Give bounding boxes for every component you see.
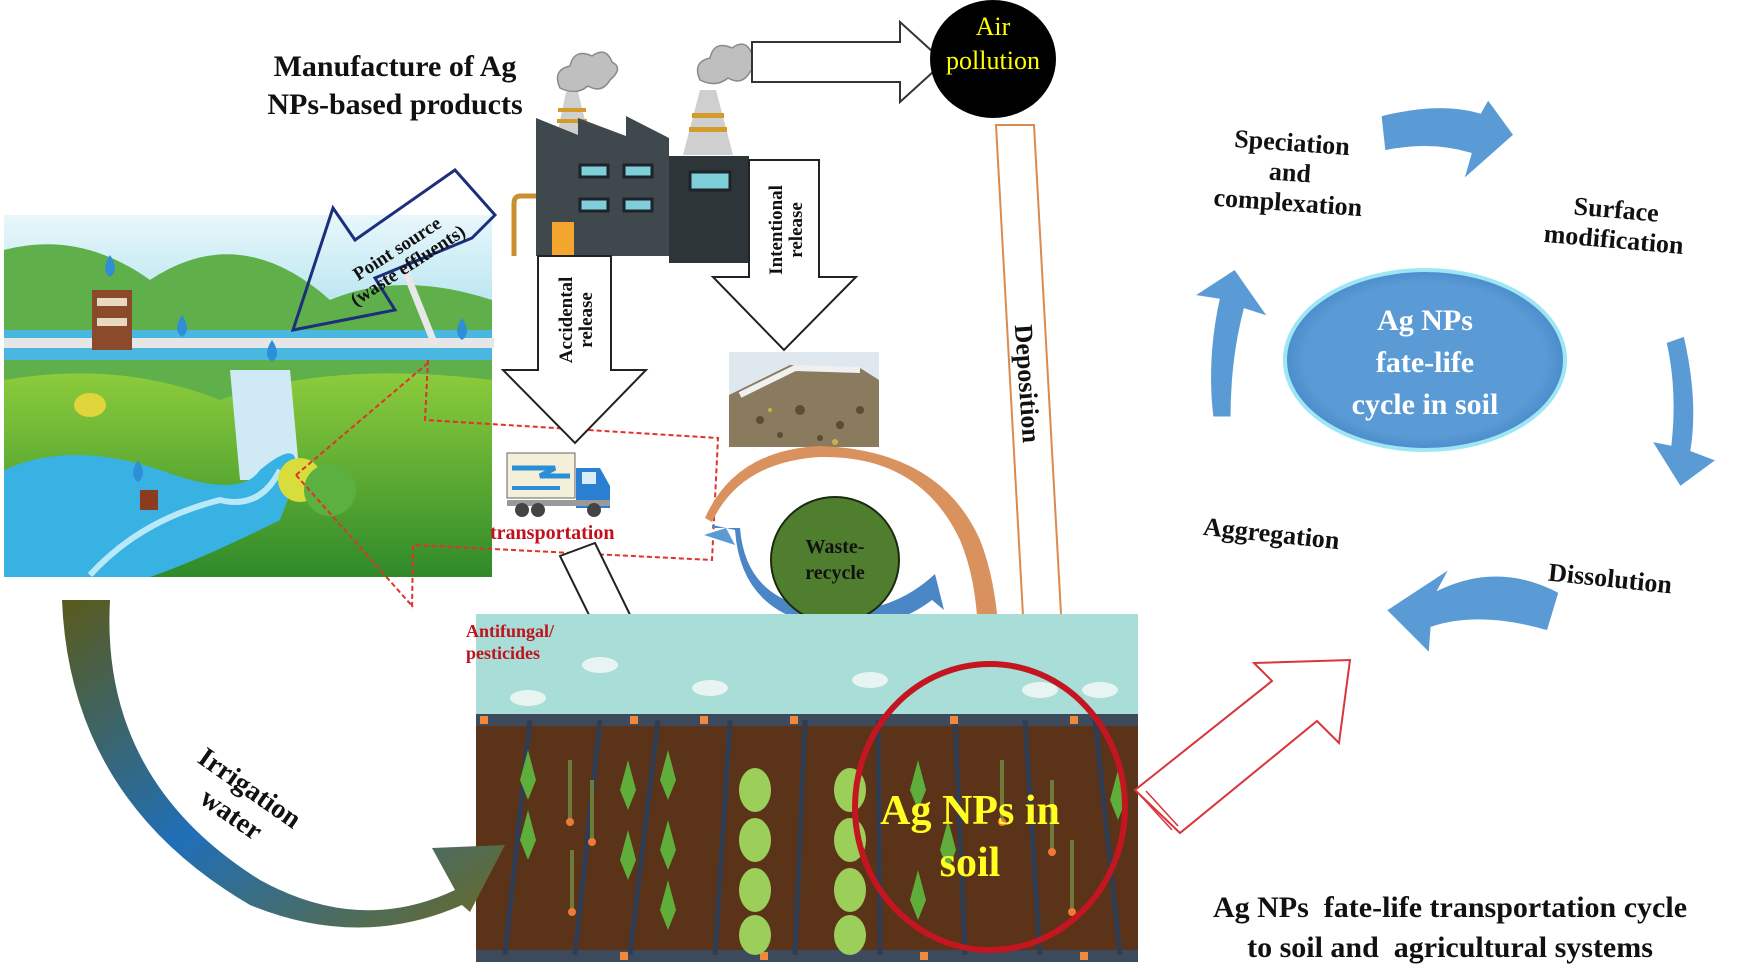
waste-recycle-label: Waste- recycle <box>780 534 890 586</box>
antifungal-line1: Antifungal/ <box>466 621 555 641</box>
antifungal-line2: pesticides <box>466 643 540 663</box>
air-pollution-line2: pollution <box>946 46 1040 75</box>
fate-cycle-center-label: Ag NPs fate-life cycle in soil <box>1315 300 1535 426</box>
dashed-pathways <box>295 359 720 611</box>
accidental-release-label: Accidental release <box>556 260 597 380</box>
intentional-line1: Intentional <box>766 185 788 275</box>
air-pollution-circle <box>930 0 1056 118</box>
agricultural-field <box>476 614 1138 962</box>
caption: Ag NPs fate-life transportation cycle to… <box>1160 888 1740 968</box>
intentional-release-label: Intentional release <box>766 170 807 290</box>
waste-recycle-line1: Waste- <box>805 536 865 558</box>
air-pollution-line1: Air <box>975 12 1011 41</box>
fate-cycle-center-oval <box>1283 268 1567 452</box>
stage-speciation: Speciation and complexation <box>1187 121 1393 225</box>
factory-illustration <box>511 43 759 263</box>
accidental-line2: release <box>576 292 597 348</box>
landfill-image <box>729 352 879 447</box>
soil-highlight-circle <box>852 661 1128 953</box>
air-pollution-label: Air pollution <box>935 10 1051 78</box>
caption-line2: to soil and agricultural systems <box>1247 931 1653 964</box>
truck-icon <box>506 452 610 517</box>
soil-label: Ag NPs in soil <box>850 785 1090 889</box>
center-line3: cycle in soil <box>1351 388 1499 421</box>
manufacture-title-line2: NPs-based products <box>267 88 523 121</box>
landscape-illustration <box>4 215 494 578</box>
center-line1: Ag NPs <box>1377 304 1473 337</box>
accidental-release-arrow <box>500 255 649 445</box>
center-line2: fate-life <box>1375 346 1475 379</box>
point-source-arrow <box>290 168 498 332</box>
waste-recycle-line2: recycle <box>805 562 865 584</box>
caption-line1: Ag NPs fate-life transportation cycle <box>1212 891 1688 924</box>
intentional-release-arrow <box>710 159 859 352</box>
manufacture-title: Manufacture of Ag NPs-based products <box>255 48 535 124</box>
accidental-line1: Accidental <box>556 276 578 364</box>
intentional-line2: release <box>786 202 807 258</box>
air-arrow <box>751 19 946 105</box>
soil-label-line1: Ag NPs in <box>880 788 1060 834</box>
fate-cycle-arrows <box>1187 95 1722 659</box>
soil-label-line2: soil <box>939 840 1001 886</box>
irrigation-arrow <box>62 600 505 928</box>
soil-to-cycle-arrow <box>1133 658 1352 835</box>
transportation-label: transportation <box>490 522 615 544</box>
manufacture-title-line1: Manufacture of Ag <box>273 50 517 83</box>
antifungal-label: Antifungal/ pesticides <box>466 620 554 664</box>
